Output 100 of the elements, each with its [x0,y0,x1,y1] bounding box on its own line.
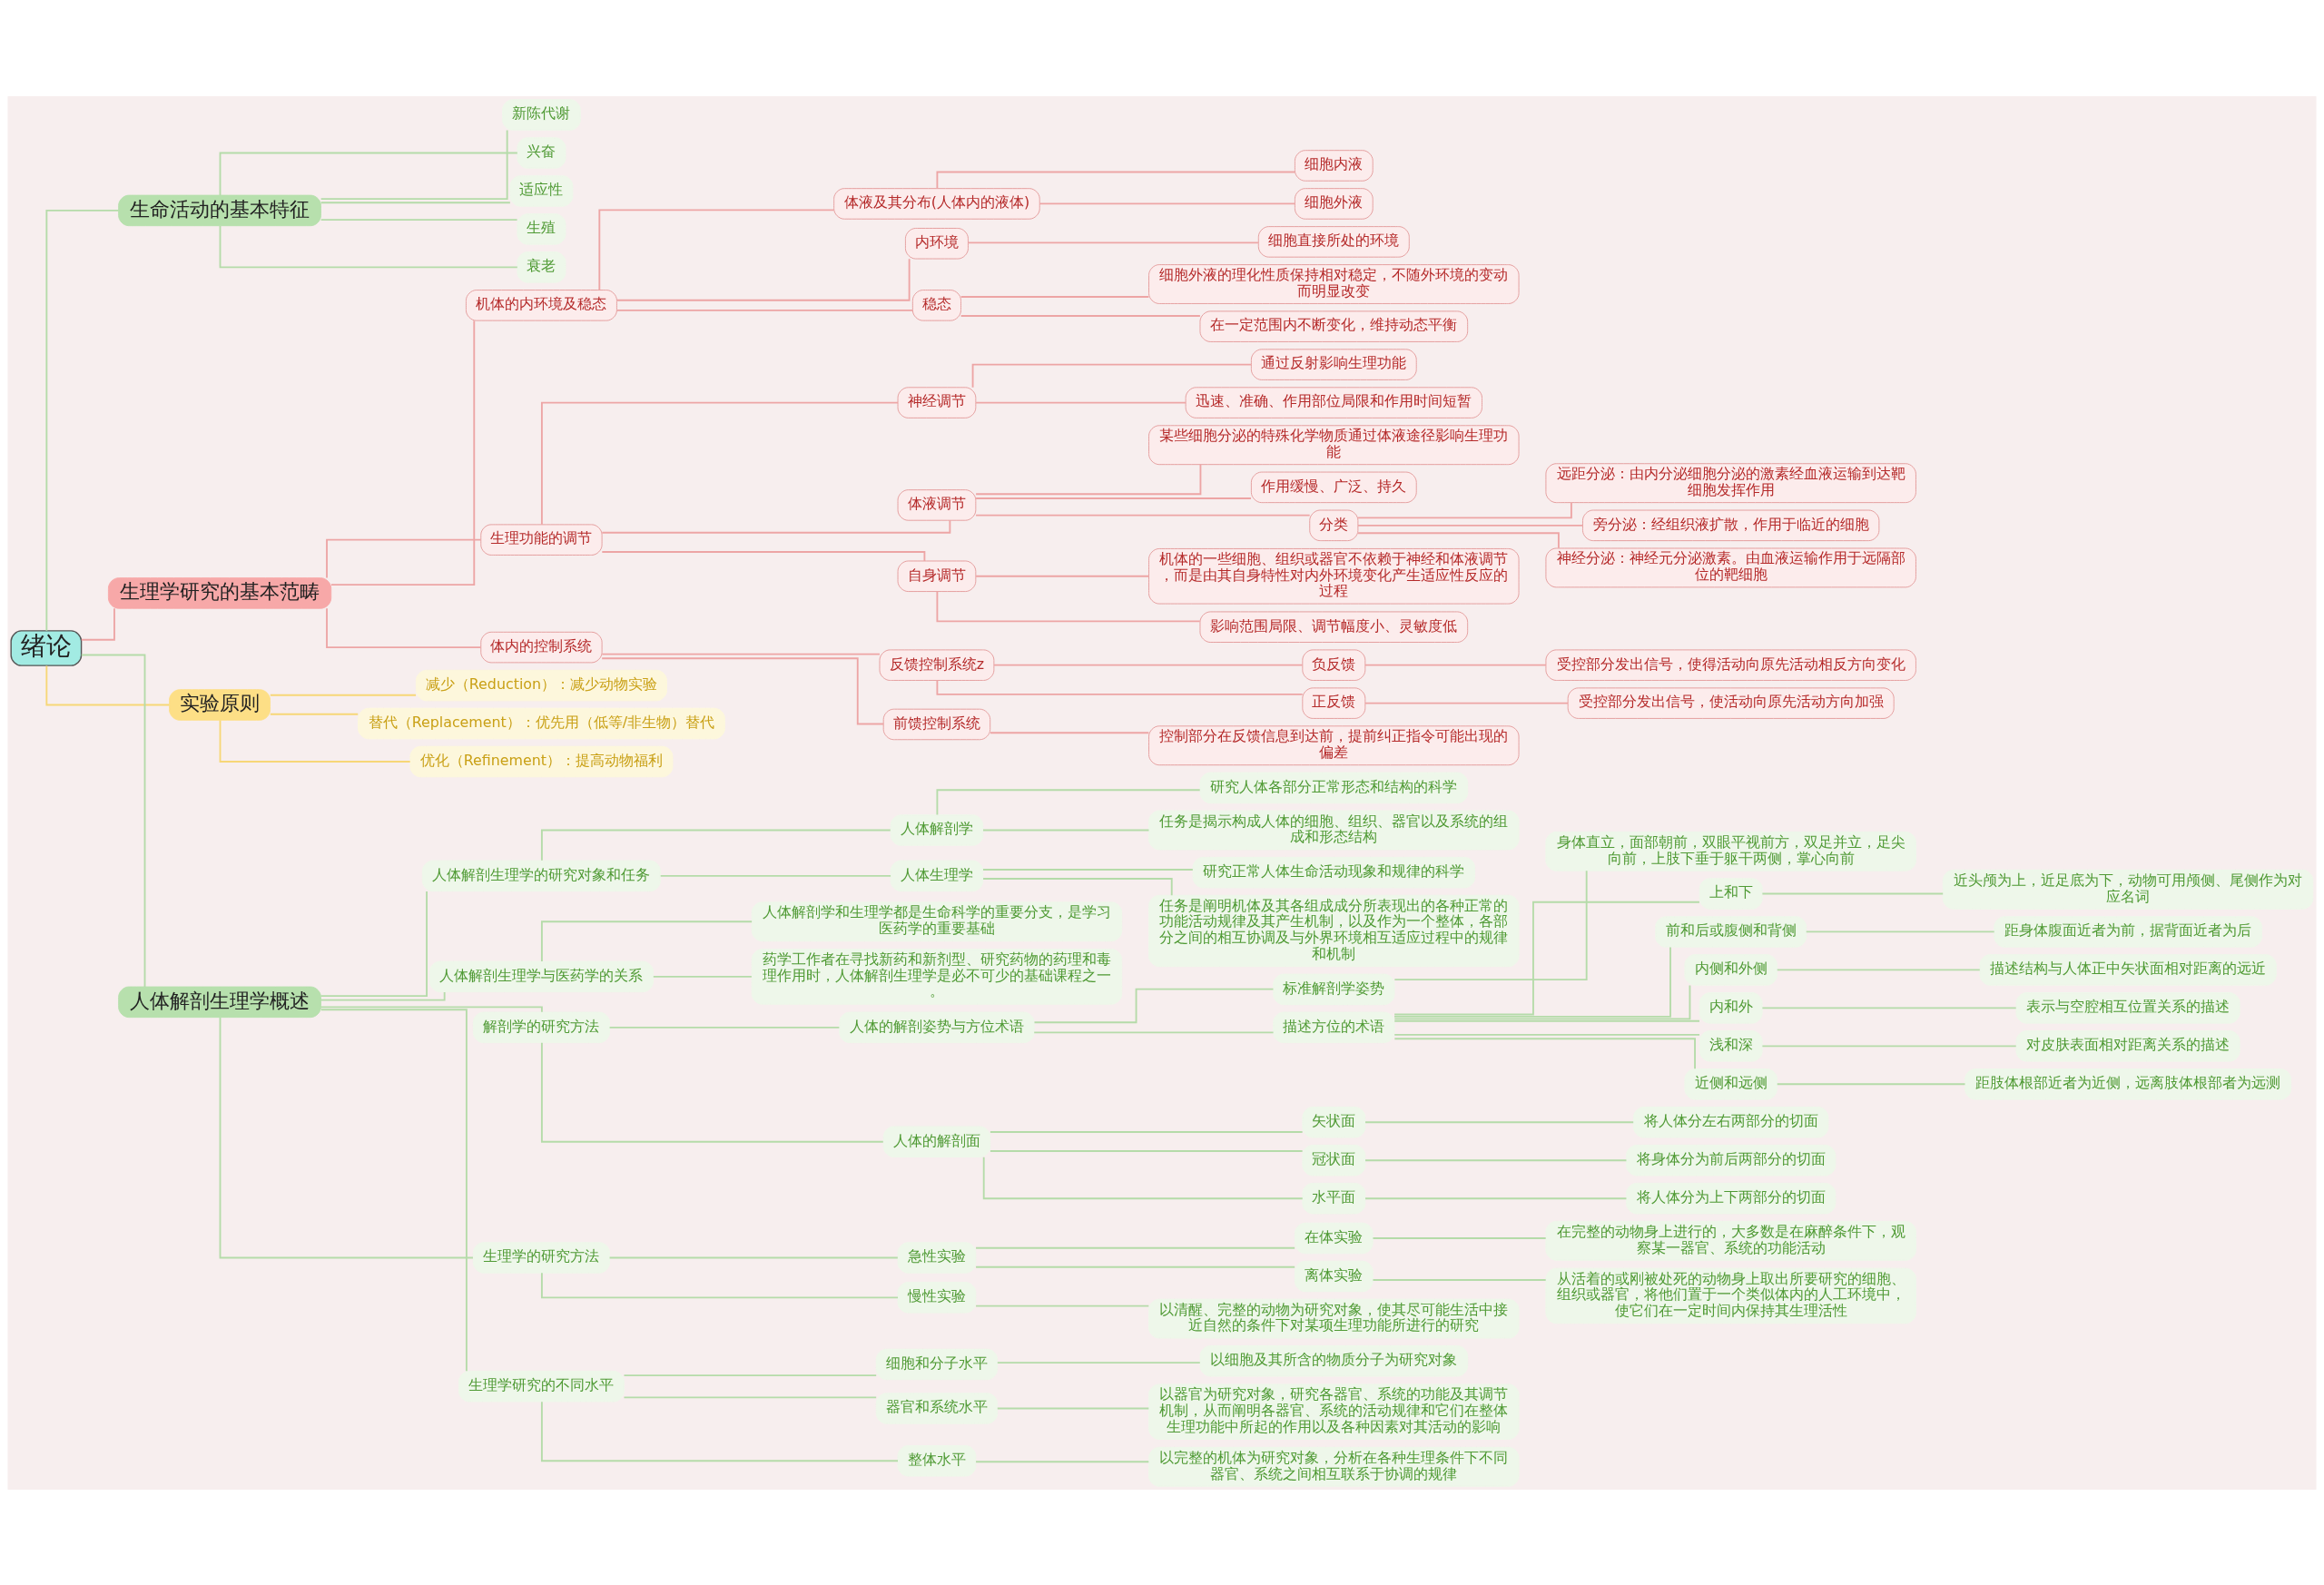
connector [269,713,359,715]
node-box: 从活着的或刚被处死的动物身上取出所要研究的细胞、组织或器官，将他们置于一个类似体内的人工环境中，使它们在一定时间内保持其生理活性 [1545,1267,1916,1324]
connector [1039,202,1296,204]
node-box: 自身调节 [897,560,977,592]
connector [330,319,476,586]
connector [982,829,1150,831]
node-box: 近侧和远侧 [1684,1068,1777,1100]
node-box: 分类 [1309,509,1359,541]
node-box: 优化（Refinement）：提高动物福利 [409,745,674,777]
connector [320,1006,543,1013]
node-box: 控制部分在反馈信息到达前，提前纠正指令可能出现的偏差 [1148,724,1520,765]
connector [623,1373,878,1376]
connector [975,463,1202,495]
node-box: 实验原则 [169,688,271,721]
node-box: 机体的内环境及稳态 [465,289,617,321]
connector [608,1256,899,1258]
node-box: 内环境 [904,227,969,259]
node-box: 任务是揭示构成人体的细胞、组织、器官以及系统的组成和形态结构 [1148,810,1520,850]
connector [1364,1196,1628,1199]
connector [45,209,120,632]
node-box: 绪论 [10,629,83,666]
node-box: 旁分泌：经组织液扩散，作用于临近的细胞 [1582,509,1880,541]
connector [80,606,115,641]
connector [219,1016,474,1258]
node-box: 在体实验 [1294,1222,1374,1254]
node-box: 生理学研究的不同水平 [458,1370,625,1402]
connector [990,1149,1304,1152]
node-box: 通过反射影响生理功能 [1250,348,1417,380]
connector [320,129,508,200]
node-box: 生命活动的基本特征 [118,194,321,226]
connector [1393,946,1671,1018]
connector [990,731,1150,733]
node-box: 细胞内液 [1294,149,1374,182]
connector [601,550,926,562]
node-box: 人体生理学 [890,860,984,891]
node-box: 前和后或腹侧和背侧 [1655,915,1807,948]
node-box: 体液调节 [897,488,977,521]
node-box: 在完整的动物身上进行的，大多数是在麻醉条件下，观察某一器官、系统的功能活动 [1545,1220,1916,1261]
node-box: 将身体分为前后两部分的切面 [1626,1144,1837,1176]
node-box: 描述方位的术语 [1273,1011,1395,1043]
connector [540,920,753,962]
connector [975,575,1150,577]
connector [936,679,1304,695]
connector [1357,501,1572,518]
connector [1776,968,1981,970]
node-box: 机体的一些细胞、组织或器官不依赖于神经和体液调节，而是由其自身特性对内外环境变化产生适应性反应的过程 [1148,547,1520,605]
connector [320,201,511,203]
connector [975,514,1311,517]
connector [975,1460,1150,1462]
node-box: 人体解剖生理学的研究对象和任务 [421,860,661,891]
connector [1357,524,1584,527]
node-box: 以器官为研究对象，研究各器官、系统的功能及其调节机制，从而阐明各器官、系统的活动规律和它们在整体生理功能中所起的作用以及各种因素对其活动的影响 [1148,1383,1520,1440]
connector [219,224,518,268]
connector [45,665,171,705]
node-box: 迅速、准确、作用部位局限和作用时间短暂 [1185,386,1482,418]
node-box: 某些细胞分泌的特殊化学物质通过体液途径影响生理功能 [1148,424,1520,465]
node-box: 生理学的研究方法 [472,1241,610,1274]
connector [936,788,1201,815]
node-box: 正反馈 [1302,686,1366,719]
node-box: 人体的解剖姿势与方位术语 [839,1011,1035,1043]
connector [601,518,951,534]
connector [960,295,1150,298]
connector [1393,1019,1700,1022]
connector [1761,892,1945,894]
connector [975,1246,1296,1249]
connector [996,1407,1150,1409]
node-box: 体液及其分布(人体内的液体) [833,187,1040,220]
connector [1364,664,1547,666]
node-box: 以清醒、完整的动物为研究对象，使其尽可能生活中接近自然的条件下对某项生理功能所进行的研究 [1148,1298,1520,1339]
node-box: 人体的解剖面 [882,1125,991,1157]
connector [1364,1120,1635,1123]
node-box: 冠状面 [1302,1144,1366,1176]
connector [540,1400,899,1462]
connector [971,363,1253,389]
node-box: 细胞直接所处的环境 [1257,225,1410,258]
node-box: 稳态 [911,289,961,321]
node-box: 细胞外液的理化性质保持相对稳定，不随外环境的变动而明显改变 [1148,263,1520,304]
node-box: 离体实验 [1294,1260,1374,1292]
connector [975,401,1187,404]
connector [936,171,1296,189]
node-box: 适应性 [509,174,574,207]
connector [967,241,1259,243]
connector [1372,1278,1547,1281]
connector [982,868,1194,871]
node-box: 描述结构与人体正中矢状面相对距离的远近 [1979,953,2277,986]
connector [326,606,482,648]
node-box: 研究人体各部分正常形态和结构的科学 [1199,772,1469,803]
node-box: 整体水平 [897,1444,977,1477]
node-box: 反馈控制系统z [879,648,995,681]
connector [540,1041,884,1143]
connector [615,257,911,301]
connector [1033,988,1275,1023]
connector [601,653,881,655]
node-box: 受控部分发出信号，使得活动向原先活动相反方向变化 [1545,648,1916,681]
node-box: 新陈代谢 [502,98,581,131]
connector [1364,1158,1628,1161]
node-box: 影响范围局限、调节幅度小、灵敏度低 [1199,610,1469,643]
connector [975,497,1252,499]
node-box: 矢状面 [1302,1106,1366,1137]
node-box: 细胞和分子水平 [875,1348,999,1380]
